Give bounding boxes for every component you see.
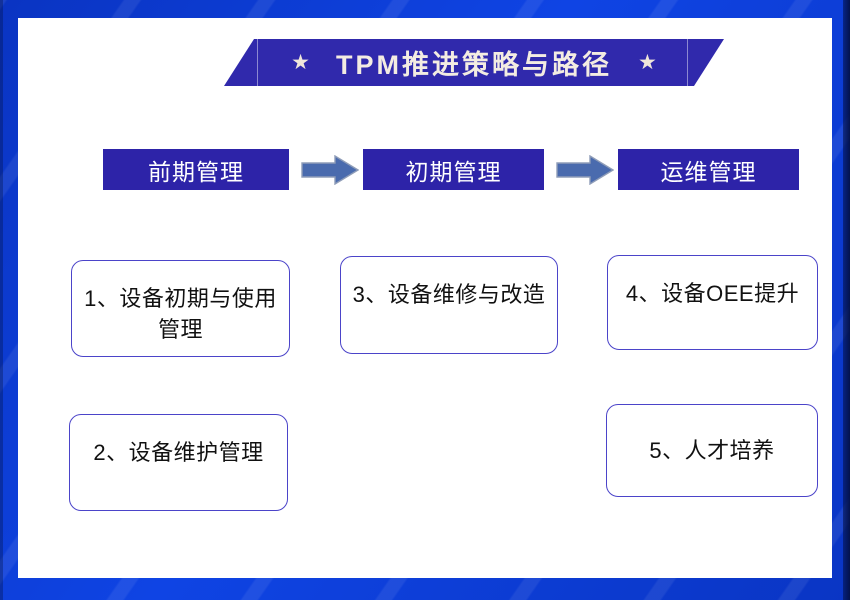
content-box-4[interactable]: 4、设备OEE提升: [607, 255, 818, 350]
content-box-5[interactable]: 5、人才培养: [606, 404, 818, 497]
content-card: ★ TPM推进策略与路径 ★ 前期管理 初期管理 运维管理 1: [18, 18, 832, 578]
page-title: TPM推进策略与路径: [336, 50, 612, 80]
content-box-label: 5、人才培养: [649, 437, 775, 463]
title-banner-content: ★ TPM推进策略与路径 ★: [224, 39, 724, 86]
stage-header-chuqi[interactable]: 初期管理: [363, 149, 544, 190]
stage-header-qianqi[interactable]: 前期管理: [103, 149, 289, 190]
banner-divider-left: [257, 39, 258, 86]
content-box-label: 4、设备OEE提升: [625, 281, 800, 306]
star-icon-right: ★: [638, 51, 657, 74]
content-box-label: 2、设备维护管理: [93, 440, 264, 465]
banner-divider-right: [687, 39, 688, 86]
stage-header-label: 前期管理: [148, 158, 244, 185]
content-box-label: 3、设备维修与改造: [352, 282, 546, 307]
content-box-3[interactable]: 3、设备维修与改造: [340, 256, 558, 354]
title-banner: ★ TPM推进策略与路径 ★: [224, 39, 724, 86]
star-icon-left: ★: [291, 51, 310, 74]
stage-header-label: 运维管理: [660, 158, 757, 185]
stage-header-label: 初期管理: [405, 158, 502, 185]
frame-edge-right: [843, 0, 850, 600]
stage-header-yunwei[interactable]: 运维管理: [618, 149, 799, 190]
content-box-label: 1、设备初期与使用管理: [84, 286, 277, 343]
title-banner-shape: [224, 39, 724, 86]
stage-arrow-2-icon: [556, 155, 614, 185]
content-box-2[interactable]: 2、设备维护管理: [69, 414, 288, 511]
content-box-1[interactable]: 1、设备初期与使用管理: [71, 260, 290, 357]
stage-arrow-1-icon: [301, 155, 359, 185]
frame-edge-left: [0, 0, 3, 600]
